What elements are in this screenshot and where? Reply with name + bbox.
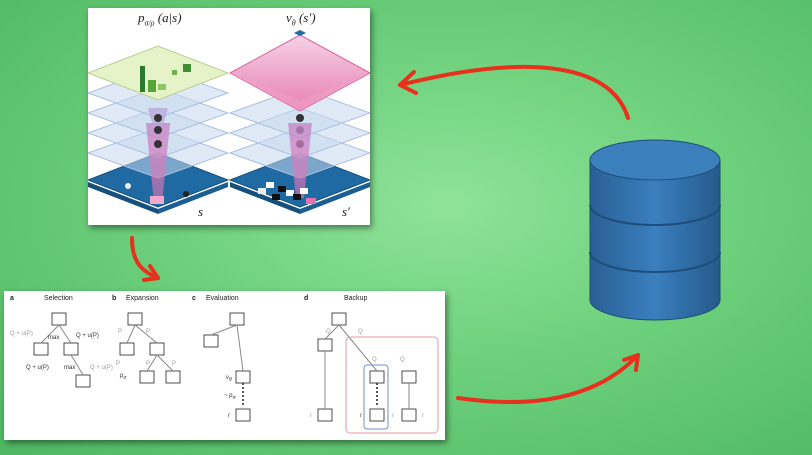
step-letter-d: d bbox=[304, 295, 309, 302]
selection-max-top: max bbox=[48, 335, 60, 341]
step-title-backup: Backup bbox=[344, 295, 368, 302]
state-label-s-prime: s′ bbox=[342, 204, 350, 219]
backup-highlight-box bbox=[345, 336, 439, 434]
expansion-p-sigma: pσ bbox=[120, 373, 127, 382]
expansion-p3: P bbox=[116, 361, 121, 367]
evaluation-v-theta: vθ bbox=[226, 375, 232, 384]
step-title-expansion: Expansion bbox=[126, 295, 159, 302]
backup-q4: Q bbox=[400, 357, 405, 363]
value-network-stack bbox=[228, 30, 370, 214]
step-letter-b: b bbox=[112, 295, 117, 302]
step-letter-a: a bbox=[10, 295, 14, 302]
backup-path-box bbox=[363, 364, 389, 430]
network-diagram bbox=[88, 30, 370, 214]
database-icon bbox=[589, 139, 721, 321]
state-label-s: s bbox=[198, 204, 204, 219]
backup-r3: r bbox=[392, 413, 394, 419]
value-output-label: vθ (s′) bbox=[286, 10, 316, 28]
tree-edges bbox=[40, 324, 410, 409]
selection-q-u-far: Q + u(P) bbox=[90, 365, 113, 371]
selection-q-u-mid: Q + u(P) bbox=[26, 365, 49, 371]
backup-r2: r bbox=[360, 413, 362, 419]
expansion-p1: P bbox=[118, 329, 123, 335]
evaluation-rollout: ~ pπ bbox=[224, 393, 236, 402]
mcts-diagram bbox=[33, 312, 439, 434]
step-letter-c: c bbox=[192, 295, 196, 302]
backup-r1: r bbox=[310, 413, 312, 419]
expansion-p2: P bbox=[146, 329, 151, 335]
selection-max-bottom: max bbox=[64, 365, 76, 371]
step-title-evaluation: Evaluation bbox=[206, 295, 239, 302]
step-title-selection: Selection bbox=[44, 295, 73, 302]
evaluation-r: r bbox=[228, 413, 230, 419]
selection-q-u-left: Q + u(P) bbox=[10, 331, 33, 337]
neural-network-panel: pσ/ρ (a|s) vθ (s′) s s′ bbox=[88, 8, 370, 225]
policy-output-label: pσ/ρ (a|s) bbox=[138, 10, 182, 28]
backup-q1: Q bbox=[326, 329, 331, 335]
expansion-p4: P bbox=[146, 361, 151, 367]
selection-q-u-right: Q + u(P) bbox=[76, 333, 99, 339]
mcts-panel: a Selection b Expansion c Evaluation d B… bbox=[4, 291, 445, 440]
backup-q2: Q bbox=[358, 329, 363, 335]
backup-q3: Q bbox=[372, 357, 377, 363]
policy-network-stack bbox=[88, 45, 230, 214]
expansion-p5: P bbox=[172, 361, 177, 367]
backup-r4: r bbox=[422, 413, 424, 419]
